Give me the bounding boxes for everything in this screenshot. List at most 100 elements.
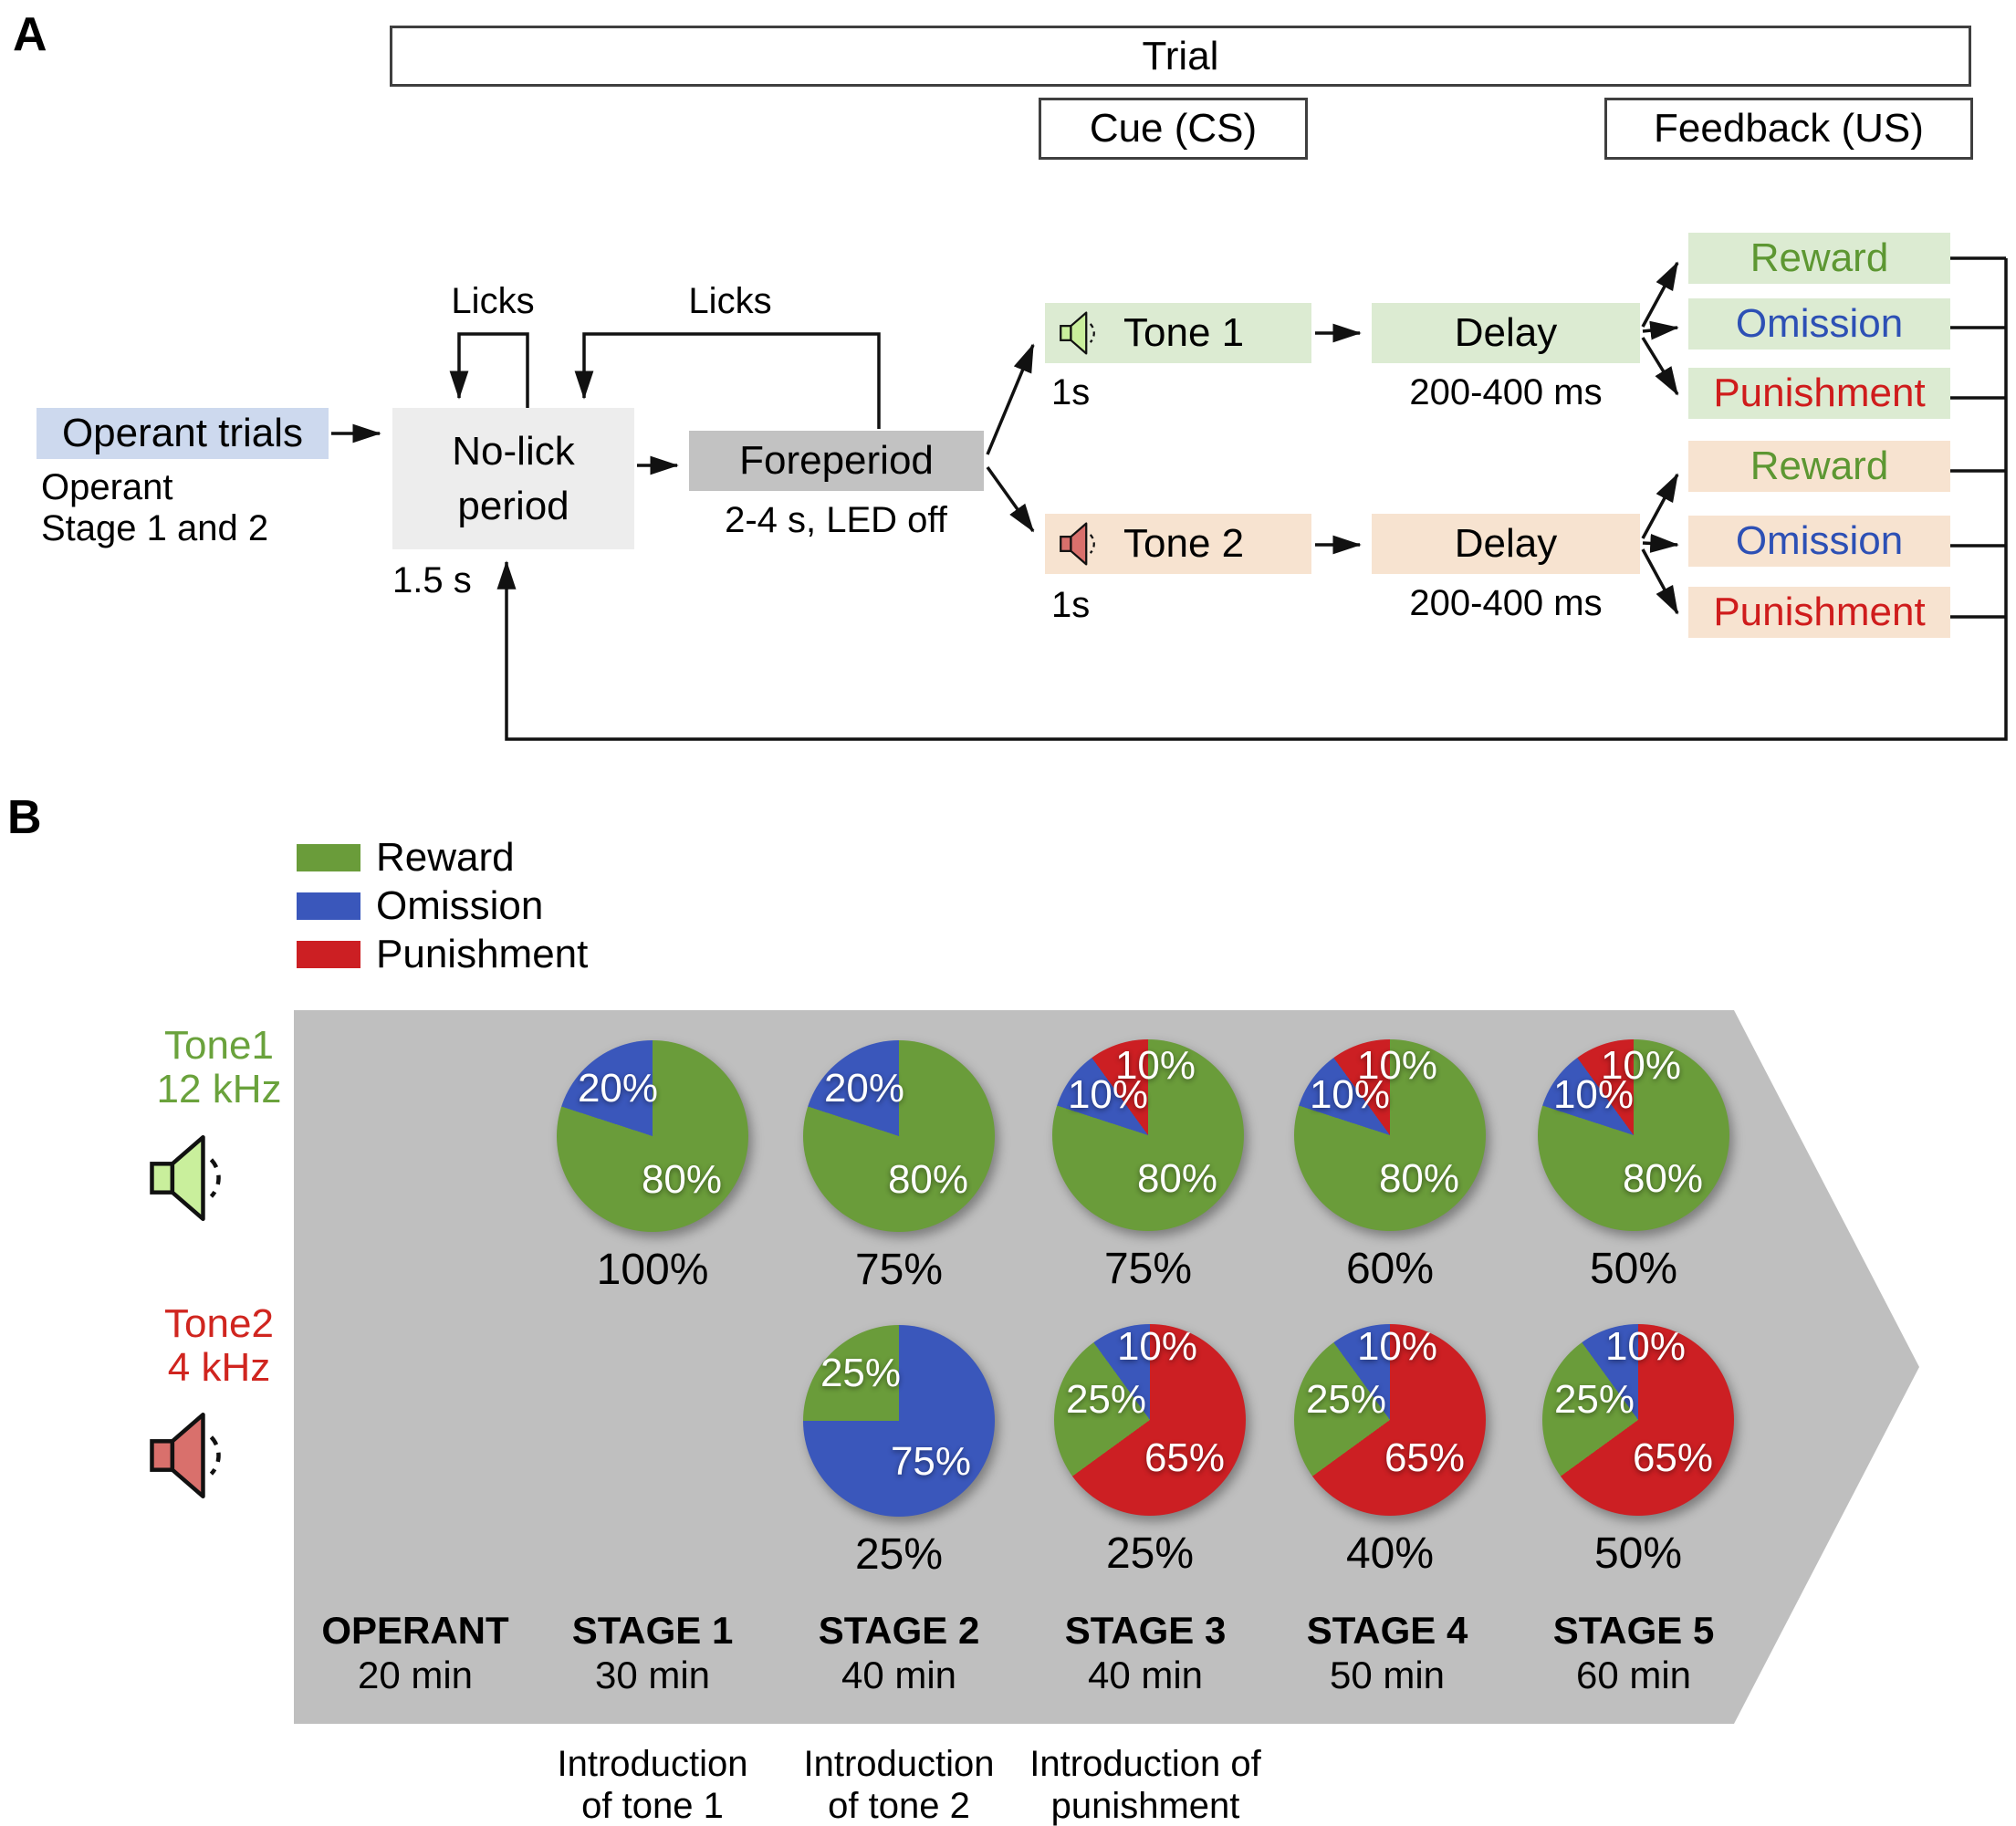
pie-tone1-stage3: 10%10%80% bbox=[1052, 1039, 1244, 1231]
stage-note-line-1: Introduction bbox=[803, 1744, 995, 1784]
stage-name-4: STAGE 4 bbox=[1306, 1609, 1468, 1652]
outcome-omission-tone1: Omission bbox=[1688, 298, 1950, 350]
pie-total-label: 25% bbox=[854, 1530, 944, 1579]
pie-tone2-stage3: 10% 25% 65% bbox=[1054, 1324, 1246, 1516]
tone-row-speaker-icon-1 bbox=[148, 1124, 250, 1232]
stage-note-line-2: punishment bbox=[1050, 1786, 1240, 1826]
pie-slice-label: 20% bbox=[823, 1066, 905, 1111]
legend-label-omission: Omission bbox=[376, 883, 544, 928]
pie-slice-label: 10% bbox=[1600, 1043, 1682, 1088]
legend-swatch-punishment bbox=[297, 941, 360, 968]
licks-label-2: Licks bbox=[688, 281, 772, 321]
delay1-box: Delay bbox=[1372, 303, 1640, 363]
pie-slice-label: 80% bbox=[1622, 1156, 1704, 1201]
pie-total-label: 50% bbox=[1589, 1245, 1678, 1293]
tone1-duration: 1s bbox=[1051, 372, 1091, 412]
tone2-speaker-icon bbox=[1058, 518, 1111, 569]
no-lick-line-1: No-lick bbox=[452, 428, 575, 474]
pie-slice-label: 10% bbox=[1356, 1324, 1438, 1369]
legend-swatch-omission bbox=[297, 892, 360, 920]
operant-sub-line-1: Operant bbox=[41, 467, 173, 507]
stage-duration-0: 20 min bbox=[357, 1654, 474, 1696]
feedback-us-label: Feedback (US) bbox=[1654, 106, 1924, 151]
pie-slice-label: 80% bbox=[1378, 1156, 1460, 1201]
pie-slice-label: 25% bbox=[1065, 1377, 1147, 1422]
stage-note-line-2: of tone 1 bbox=[581, 1786, 724, 1826]
stage-name-5: STAGE 5 bbox=[1552, 1609, 1715, 1652]
operant-trials-label: Operant trials bbox=[61, 411, 304, 455]
operant-sub-line-2: Stage 1 and 2 bbox=[41, 508, 269, 548]
tone1-label: Tone 1 bbox=[1123, 310, 1245, 355]
pie-total-label: 75% bbox=[854, 1246, 944, 1294]
speaker-icon-glyph bbox=[1060, 522, 1095, 566]
pie-tone2-stage5: 10%25%65% bbox=[1542, 1324, 1734, 1516]
pie-slice-label: 65% bbox=[1144, 1435, 1226, 1480]
tone2-label: Tone 2 bbox=[1123, 521, 1245, 566]
licks-label-1: Licks bbox=[451, 281, 535, 321]
speaker-icon-glyph bbox=[150, 1412, 221, 1499]
no-lick-period-box: No-lick period bbox=[392, 408, 634, 549]
pie-slice-label: 10% bbox=[1116, 1324, 1198, 1369]
pie-total-label: 40% bbox=[1345, 1529, 1435, 1578]
pie-tone1-stage1: 20%80% bbox=[557, 1040, 748, 1232]
pie-slice-label: 25% bbox=[1305, 1377, 1387, 1422]
stage-note-line-1: Introduction bbox=[557, 1744, 748, 1784]
outcome-reward-tone1: Reward bbox=[1688, 233, 1950, 284]
stage-name-0: OPERANT bbox=[321, 1609, 509, 1652]
stage-note-line-1: Introduction of bbox=[1029, 1744, 1261, 1784]
foreperiod-sub: 2-4 s, LED off bbox=[725, 500, 947, 540]
stage-duration-4: 50 min bbox=[1329, 1654, 1446, 1696]
stage-duration-3: 40 min bbox=[1087, 1654, 1204, 1696]
outcome-punishment-tone1: Punishment bbox=[1688, 368, 1950, 419]
tone-row-line-2: 12 kHz bbox=[156, 1067, 282, 1111]
pie-slice-label: 20% bbox=[577, 1066, 659, 1111]
foreperiod-label: Foreperiod bbox=[739, 438, 934, 483]
trial-bracket-box: Trial bbox=[390, 26, 1971, 87]
delay1-sub: 200-400 ms bbox=[1409, 372, 1603, 412]
stage-note-line-2: of tone 2 bbox=[828, 1786, 970, 1826]
tone-row-line-2: 4 kHz bbox=[167, 1345, 271, 1390]
delay2-box: Delay bbox=[1372, 514, 1640, 574]
legend-label-reward: Reward bbox=[376, 835, 515, 880]
legend-label-punishment: Punishment bbox=[376, 932, 589, 976]
trial-label: Trial bbox=[1142, 33, 1219, 78]
pie-tone1-stage5: 10%10%80% bbox=[1538, 1039, 1729, 1231]
delay2-sub: 200-400 ms bbox=[1409, 583, 1603, 623]
panel-b-label: B bbox=[7, 791, 42, 844]
pie-total-label: 75% bbox=[1103, 1245, 1193, 1293]
pie-tone1-stage4: 10%10%80% bbox=[1294, 1039, 1486, 1231]
operant-trials-box: Operant trials bbox=[37, 408, 329, 459]
stage-duration-5: 60 min bbox=[1575, 1654, 1692, 1696]
pie-slice-label: 80% bbox=[887, 1157, 969, 1202]
outcome-omission-tone2: Omission bbox=[1688, 516, 1950, 567]
pie-slice-label: 25% bbox=[1553, 1377, 1635, 1422]
pie-total-label: 100% bbox=[596, 1246, 709, 1294]
pie-slice-label: 10% bbox=[1356, 1043, 1438, 1088]
pie-total-label: 25% bbox=[1105, 1529, 1195, 1578]
legend-swatch-reward bbox=[297, 844, 360, 871]
pie-slice-label: 10% bbox=[1604, 1324, 1687, 1369]
speaker-icon-glyph bbox=[1060, 311, 1095, 355]
pie-slice-label: 65% bbox=[1384, 1435, 1466, 1480]
stage-name-1: STAGE 1 bbox=[571, 1609, 734, 1652]
tone2-duration: 1s bbox=[1051, 585, 1091, 625]
outcome-reward-tone2: Reward bbox=[1688, 441, 1950, 492]
pie-slice-label: 10% bbox=[1067, 1072, 1149, 1117]
stage-name-2: STAGE 2 bbox=[818, 1609, 980, 1652]
tone1-box: Tone 1 bbox=[1045, 303, 1311, 363]
feedback-us-box: Feedback (US) bbox=[1604, 98, 1973, 160]
pie-slice-label: 75% bbox=[890, 1439, 972, 1484]
pie-slice-label: 10% bbox=[1114, 1043, 1196, 1088]
pie-tone2-stage4: 10% 25% 65% bbox=[1294, 1324, 1486, 1516]
tone-row-speaker-icon-2 bbox=[148, 1402, 250, 1509]
foreperiod-box: Foreperiod bbox=[689, 431, 984, 491]
panel-a-label: A bbox=[13, 8, 47, 61]
cue-cs-box: Cue (CS) bbox=[1039, 98, 1308, 160]
tone2-box: Tone 2 bbox=[1045, 514, 1311, 574]
pie-tone2-stage2: 25%75% bbox=[803, 1325, 995, 1517]
